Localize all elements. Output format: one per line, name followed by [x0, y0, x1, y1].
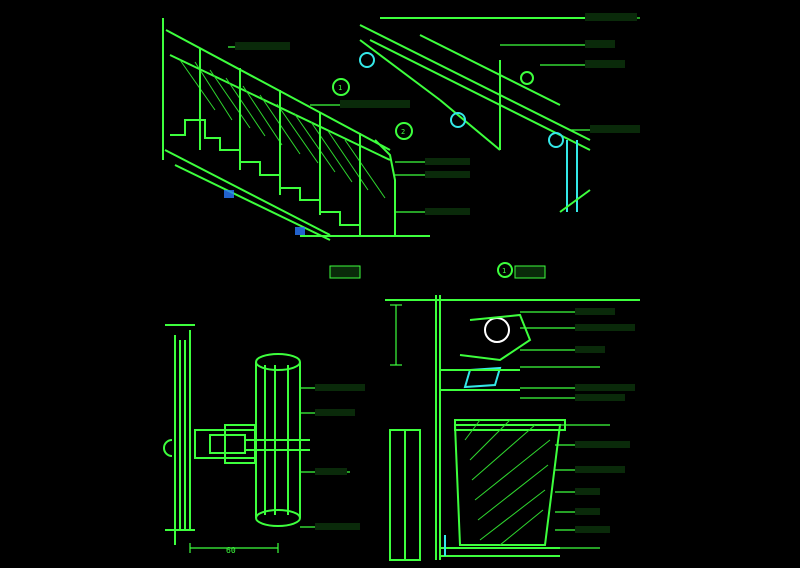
callout-marker-1	[332, 78, 350, 96]
view-titles: 1	[329, 262, 546, 279]
section-marker-label: 1	[502, 267, 506, 275]
callout-marker-1-label: 1	[338, 84, 342, 92]
post-detail-view: 60	[163, 324, 365, 555]
dimension-bottom-left: 60	[226, 546, 236, 555]
section-marker	[497, 262, 513, 278]
handrail-detail-view	[359, 13, 640, 213]
stair-elevation-view: 1 2	[162, 18, 470, 241]
callout-marker-2-label: 2	[401, 128, 405, 136]
callout-marker-2	[395, 122, 413, 140]
section-detail-view	[385, 295, 640, 561]
